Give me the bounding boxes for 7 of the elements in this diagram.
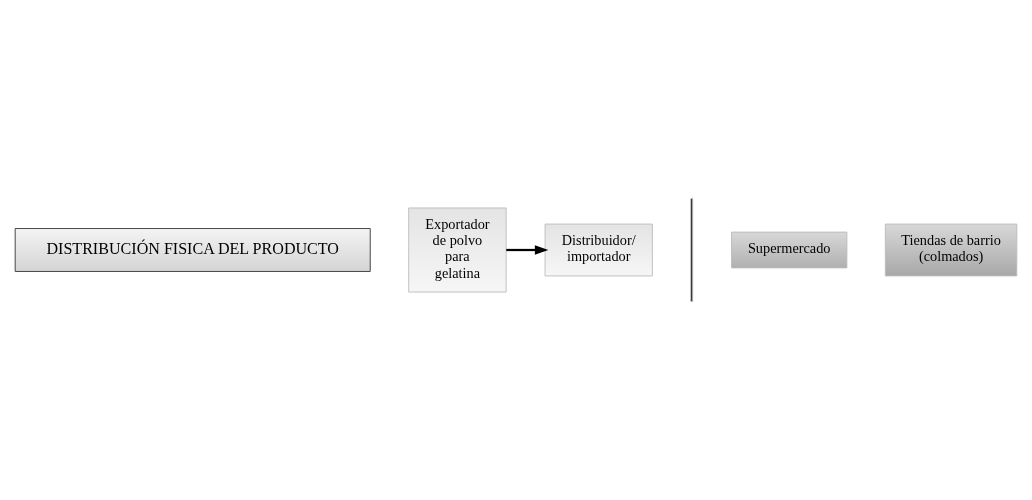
arrow (506, 245, 549, 255)
node-box: Exportador de polvo para gelatina (408, 207, 507, 293)
node-bar (690, 198, 694, 302)
node-box: Tiendas de barrio (colmados) (884, 223, 1018, 277)
node-box: Distribuidor/ importador (544, 223, 653, 277)
node-box: DISTRIBUCIÓN FISICA DEL PRODUCTO (14, 228, 371, 272)
node-box: Supermercado (731, 231, 848, 269)
